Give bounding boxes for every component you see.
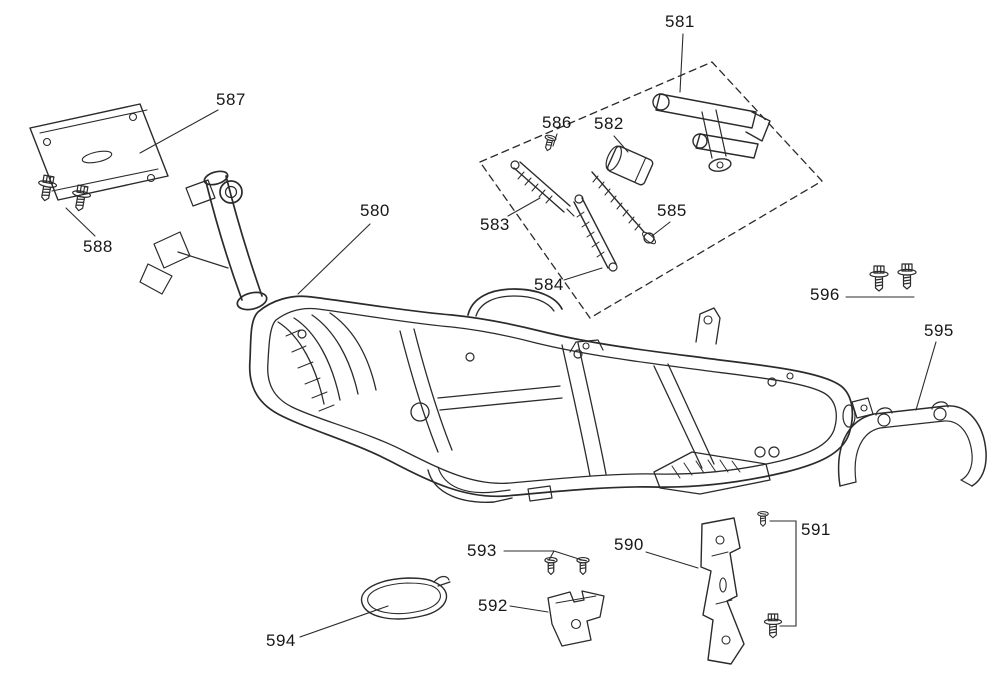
part-label-596: 596 <box>810 285 840 304</box>
part-label-585: 585 <box>657 201 687 220</box>
part-588-bolts <box>35 173 93 213</box>
part-581-bracket <box>652 93 771 172</box>
part-592-bracket <box>547 590 605 647</box>
part-label-593: 593 <box>467 541 497 560</box>
part-596-bolts <box>869 263 917 292</box>
leader-590 <box>645 551 699 569</box>
leader-lines <box>65 33 937 638</box>
ignition-ring <box>219 180 243 204</box>
lock-set-group <box>479 61 823 319</box>
part-label-581: 581 <box>665 12 695 31</box>
leader-580 <box>297 223 371 295</box>
part-label-590: 590 <box>614 535 644 554</box>
part-595-bracket <box>837 401 987 487</box>
leader-581 <box>679 33 684 93</box>
part-label-594: 594 <box>266 631 296 650</box>
part-585-screw-rod <box>591 171 656 245</box>
part-590-bracket <box>700 517 745 665</box>
leader-582 <box>613 135 629 153</box>
part-label-591: 591 <box>801 520 831 539</box>
part-label-588: 588 <box>83 237 113 256</box>
part-584-rod <box>573 194 618 272</box>
part-582-cylinder <box>605 145 654 186</box>
part-label-584: 584 <box>534 275 564 294</box>
leader-583 <box>507 197 541 217</box>
leader-584 <box>563 267 603 281</box>
part-label-595: 595 <box>924 321 954 340</box>
frame-inner-loop <box>267 307 837 485</box>
dashed-box <box>479 61 823 319</box>
part-587-bracket <box>29 103 169 201</box>
frame-assembly-drawing <box>139 170 874 503</box>
part-583-rod <box>510 160 575 217</box>
leader-591 <box>769 520 797 627</box>
part-594-wire <box>360 575 451 620</box>
leader-586 <box>552 133 558 147</box>
leader-585 <box>651 221 671 237</box>
leader-593 <box>503 550 583 561</box>
part-label-582: 582 <box>594 114 624 133</box>
leader-594 <box>299 605 389 638</box>
part-label-586: 586 <box>542 113 572 132</box>
frame-outer-loop <box>248 295 854 498</box>
part-label-587: 587 <box>216 90 246 109</box>
part-label-583: 583 <box>480 215 510 234</box>
part-label-580: 580 <box>360 201 390 220</box>
part-591-fasteners <box>757 511 783 639</box>
leader-592 <box>509 605 549 613</box>
leader-588 <box>65 207 96 237</box>
leader-595 <box>915 341 937 411</box>
leader-587 <box>139 109 219 154</box>
part-label-592: 592 <box>478 596 508 615</box>
